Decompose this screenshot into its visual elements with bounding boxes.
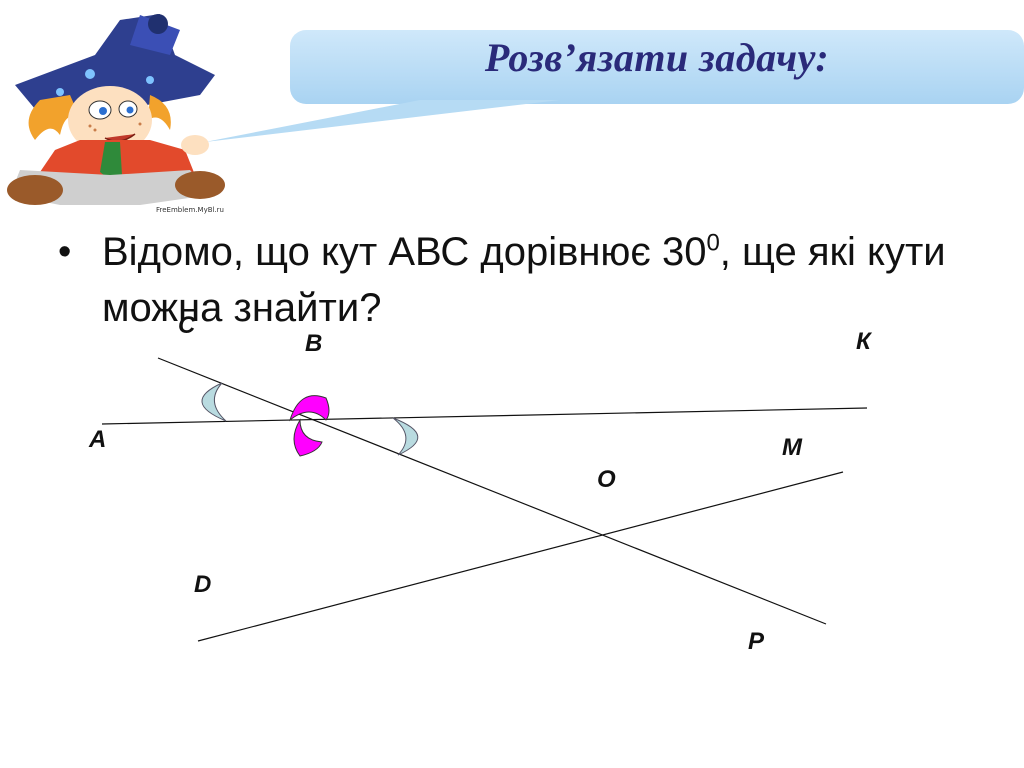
angle-arc-left	[201, 382, 227, 422]
point-label-p: Р	[748, 628, 765, 655]
line-cp	[157, 357, 827, 625]
mascot-icon	[7, 14, 225, 205]
angle-arc-right	[392, 417, 419, 456]
banner-title: Розв’язати задачу:	[484, 35, 830, 80]
point-label-a: А	[89, 426, 107, 453]
line-dm	[197, 471, 844, 642]
angle-abc-arc	[289, 395, 330, 422]
speech-banner: FreEmblem.MyBl.ru	[7, 14, 1024, 214]
point-label-o: О	[597, 466, 616, 493]
point-label-d: D	[194, 571, 212, 598]
point-label-b: В	[305, 330, 323, 357]
point-label-m: М	[782, 434, 802, 461]
task-bullet: • Відомо, що кут АВС дорівнює 300, ще як…	[58, 224, 988, 336]
task-text: Відомо, що кут АВС дорівнює 300, ще які …	[102, 229, 946, 330]
bullet-icon: •	[58, 231, 72, 273]
line-ak	[101, 407, 868, 425]
point-label-c: С	[178, 312, 196, 339]
angle-vertical-arc	[293, 418, 323, 457]
mascot-caption: FreEmblem.MyBl.ru	[156, 206, 224, 214]
point-label-k: К	[856, 328, 871, 355]
